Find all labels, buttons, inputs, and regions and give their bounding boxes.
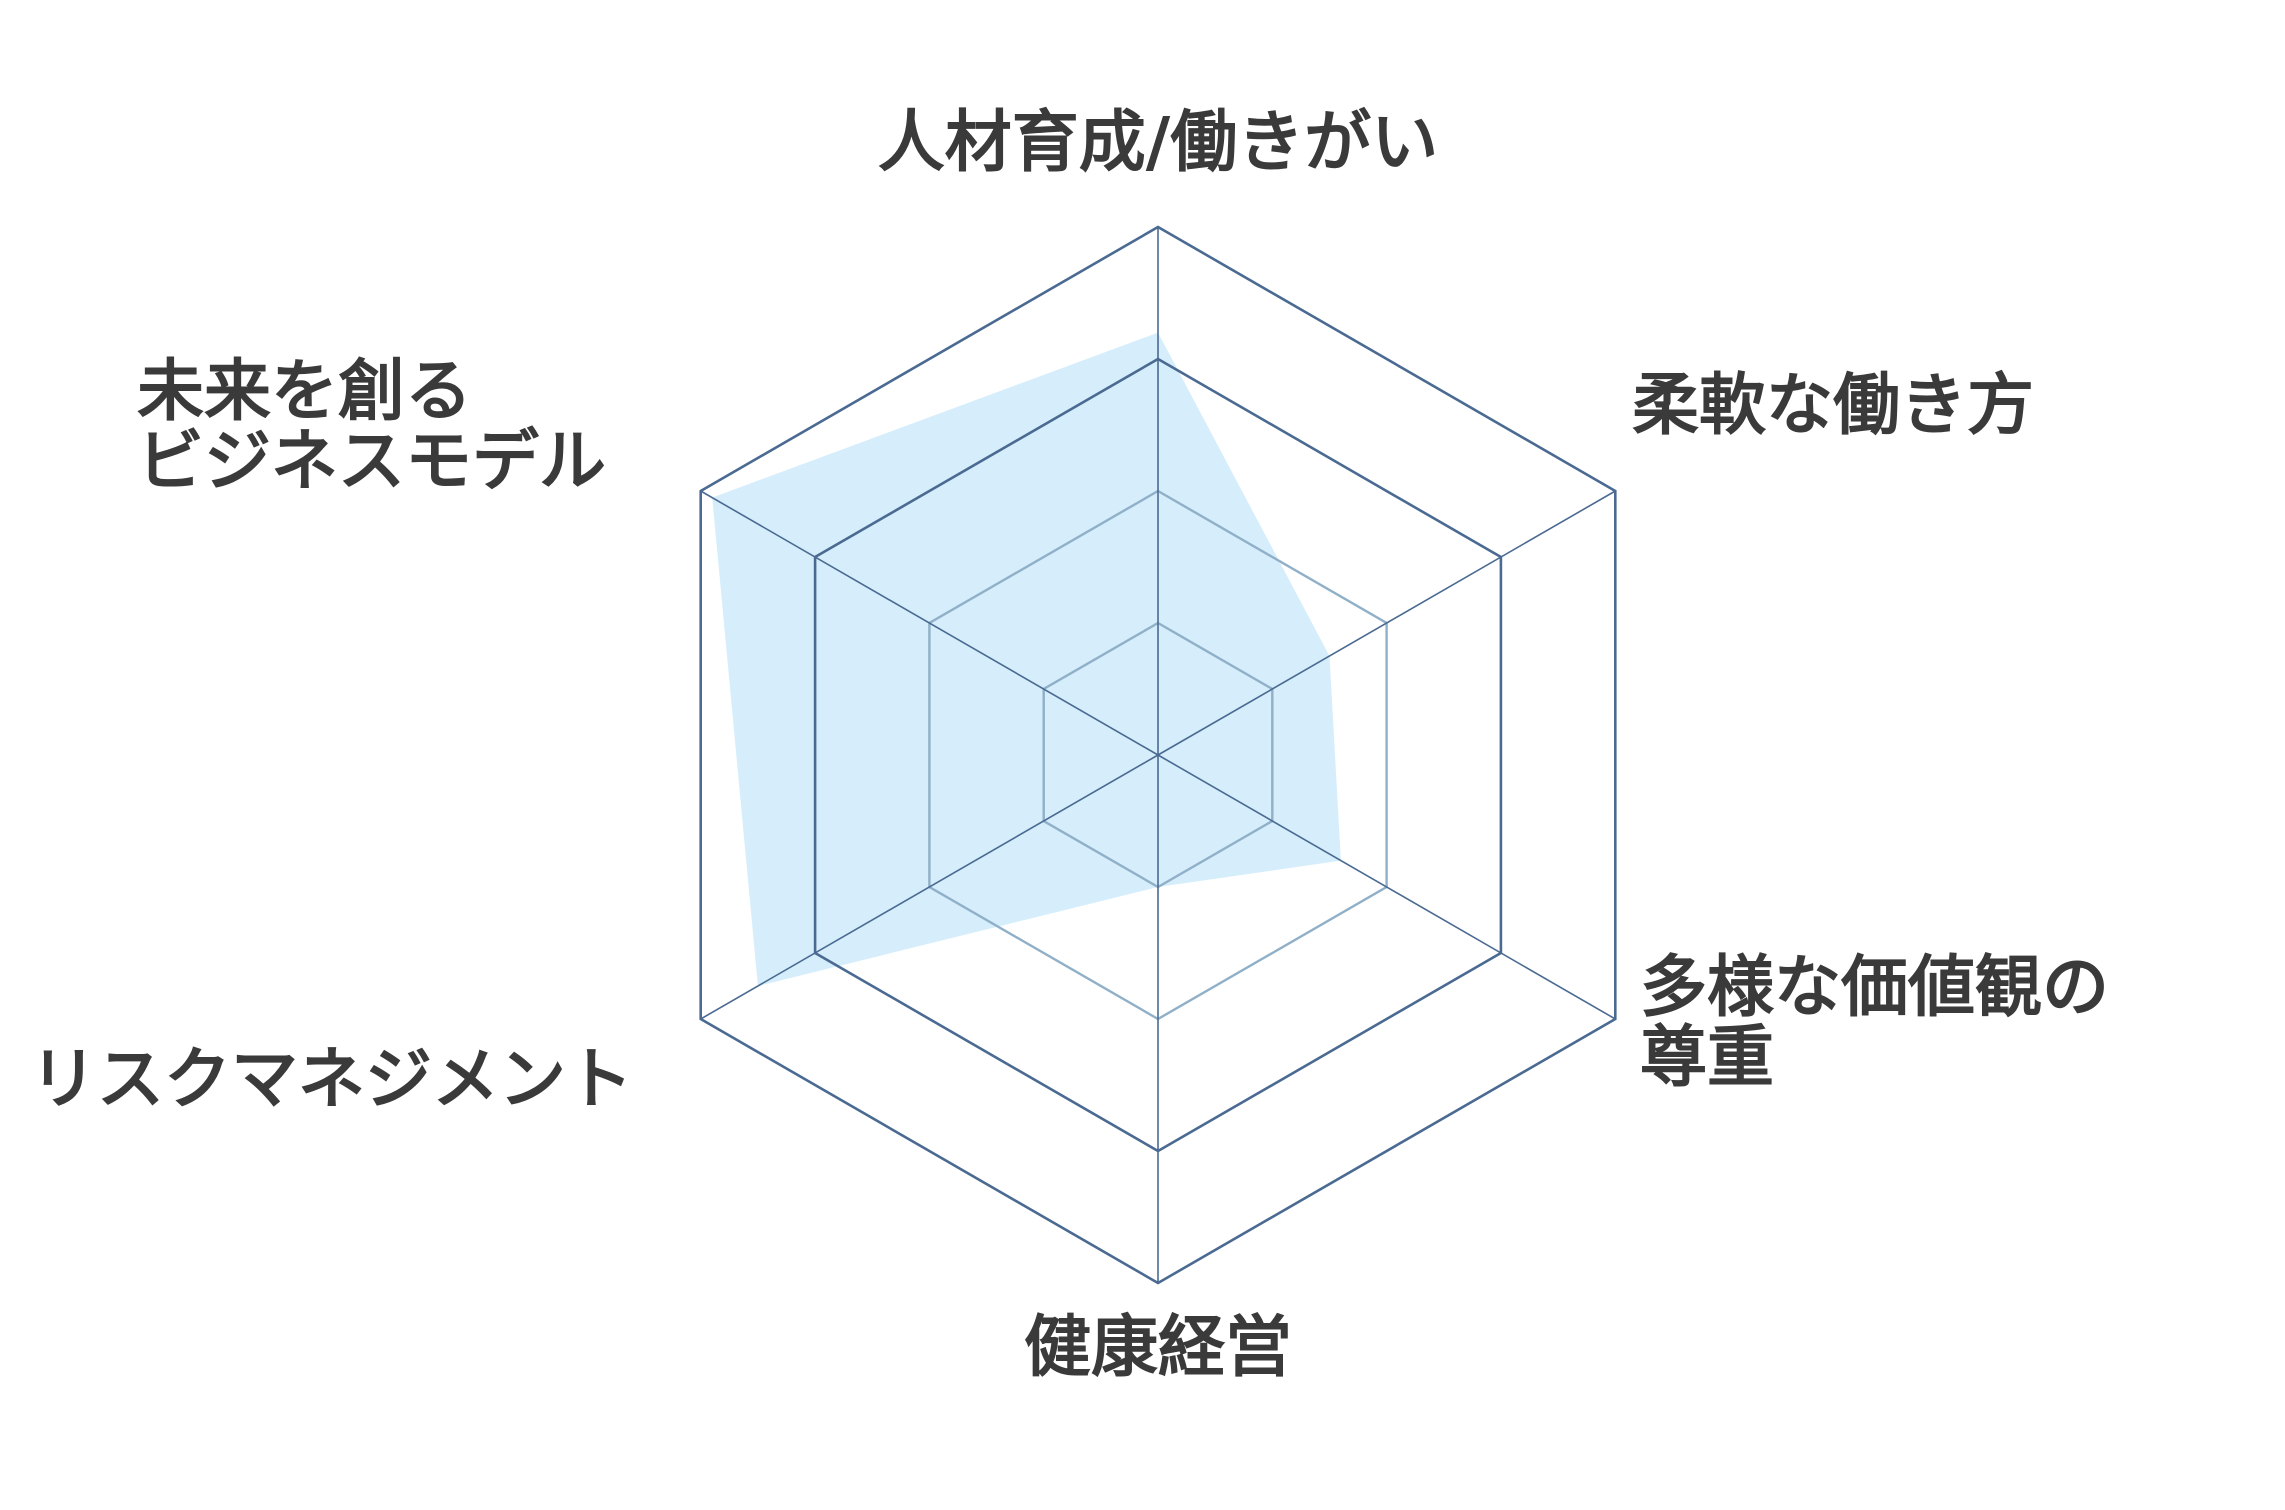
axis-spoke-3: [1157, 754, 1616, 1020]
axis-label-4: 健康経営: [1024, 1308, 1292, 1386]
axis-label-5: リスクマネジメント: [30, 1040, 633, 1118]
axis-label-3: 多様な価値観の尊重: [1640, 948, 2109, 1096]
axis-label-2: 柔軟な働き方: [1632, 366, 2034, 444]
axis-label-5-line-1: リスクマネジメント: [30, 1040, 633, 1118]
axis-label-6-line-2: ビジネスモデル: [137, 422, 606, 500]
axis-spoke-5: [700, 754, 1159, 1020]
axis-label-1-line-1: 人材育成/働きがい: [878, 103, 1438, 181]
axis-label-1: 人材育成/働きがい: [878, 103, 1438, 181]
axis-label-6: 未来を創るビジネスモデル: [137, 352, 606, 500]
axis-label-3-line-1: 多様な価値観の: [1640, 948, 2109, 1026]
axis-label-4-line-1: 健康経営: [1024, 1308, 1292, 1386]
axis-label-2-line-1: 柔軟な働き方: [1632, 366, 2034, 444]
axis-label-6-line-1: 未来を創る: [137, 352, 472, 430]
axis-spoke-2: [1157, 490, 1616, 756]
axis-label-3-line-2: 尊重: [1640, 1018, 1774, 1096]
axis-spoke-6: [700, 490, 1159, 756]
series-area: [712, 332, 1341, 987]
